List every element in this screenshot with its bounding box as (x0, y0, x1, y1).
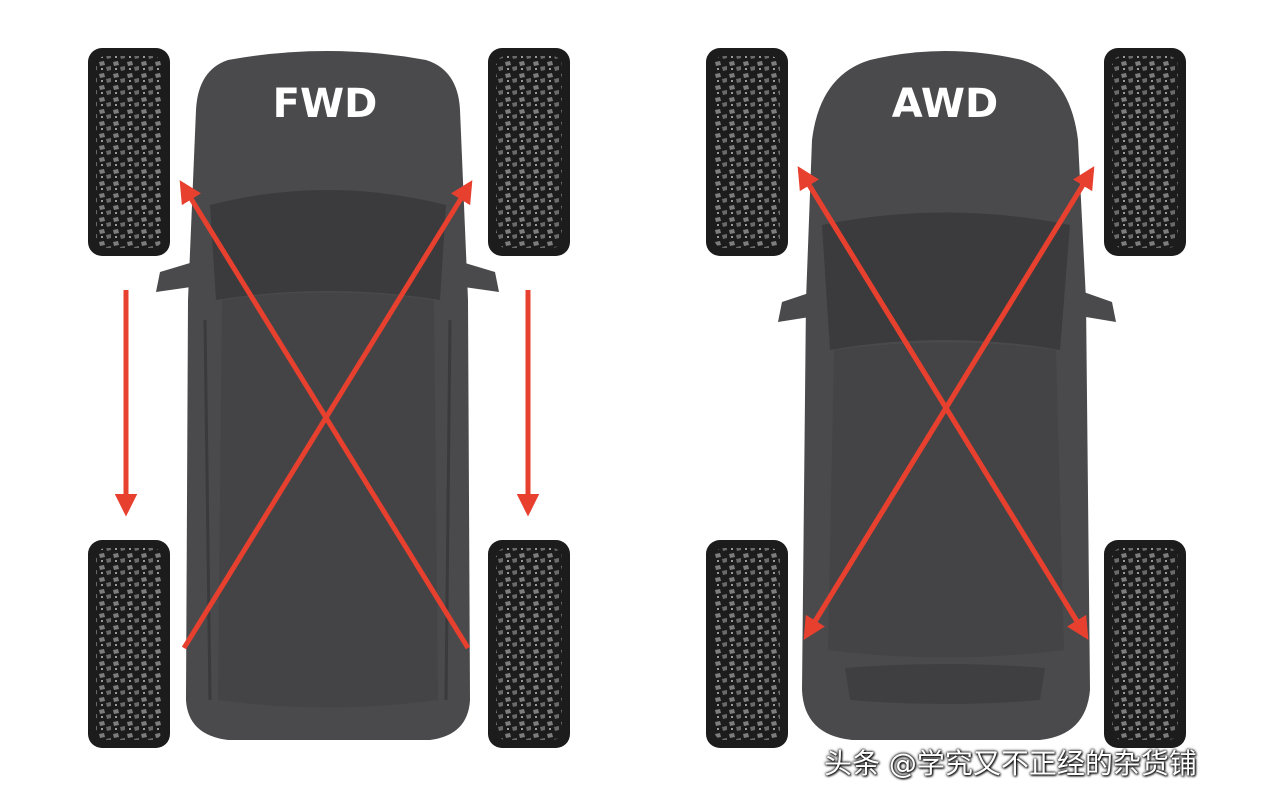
awd-rear-right-tire-icon (1104, 540, 1186, 748)
awd-right-mirror (1078, 290, 1116, 322)
awd-front-left-tire-icon (706, 48, 788, 256)
awd-rear-right-to-front-left-arrow-icon (797, 166, 1089, 638)
fwd-front-right-tire-icon (488, 48, 570, 256)
fwd-diagram: FWD (88, 48, 570, 748)
awd-label: AWD (892, 81, 998, 127)
watermark-text: 头条 @学究又不正经的杂货铺 (824, 747, 1197, 780)
fwd-rear-left-to-front-right-arrow-icon (181, 180, 473, 650)
awd-diagram: AWD (706, 48, 1186, 748)
awd-rear-left-tire-icon (706, 540, 788, 748)
fwd-rear-left-tire-icon (88, 540, 170, 748)
awd-rear-left-to-front-right-arrow-icon (803, 166, 1095, 638)
awd-front-right-tire-icon (1104, 48, 1186, 256)
fwd-car-body (156, 51, 499, 740)
awd-car-body (778, 51, 1116, 740)
fwd-rear-right-tire-icon (488, 540, 570, 748)
fwd-label: FWD (273, 81, 378, 127)
fwd-front-left-tire-icon (88, 48, 170, 256)
